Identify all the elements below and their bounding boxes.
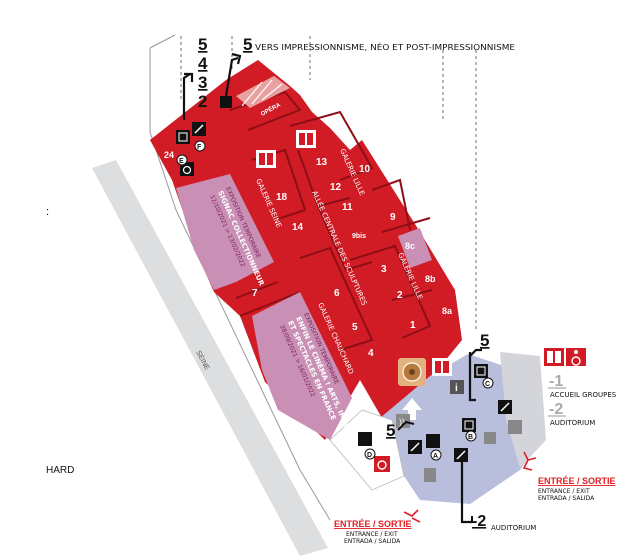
floor-stack-2: 2	[198, 92, 207, 111]
room-24: 24	[164, 150, 174, 160]
escalator-icon[interactable]	[192, 122, 206, 136]
escalator-icon[interactable]	[498, 400, 512, 414]
entrance-right-sub2: ENTRADA / SALIDA	[538, 495, 595, 502]
opera-hatch	[236, 76, 290, 108]
audioguide-icon[interactable]: ))	[396, 414, 410, 428]
lower-level-5: 5	[386, 421, 395, 440]
floor-stack-5: 5	[198, 35, 207, 54]
level-minus1: -1	[549, 373, 563, 390]
marker-e: E	[179, 158, 184, 165]
room-9: 9	[390, 212, 396, 223]
toilets-icon[interactable]	[256, 150, 276, 168]
lockers-icon[interactable]	[424, 468, 436, 482]
escalator-icon[interactable]	[408, 440, 422, 454]
room-12: 12	[330, 182, 342, 193]
room-10: 10	[359, 164, 371, 175]
entrance-left-sub2: ENTRADA / SALIDA	[344, 538, 401, 545]
entrance-right-sub1: ENTRANCE / EXIT	[538, 488, 590, 495]
direction-arrow	[402, 398, 422, 420]
stairs-icon[interactable]	[220, 96, 232, 108]
gallery-floor	[150, 60, 462, 440]
room-1: 1	[410, 320, 416, 331]
toilets-icon[interactable]	[544, 348, 564, 366]
toilets-icon[interactable]	[432, 358, 452, 376]
cafe-icon[interactable]	[508, 420, 522, 434]
info-icon[interactable]: i	[450, 380, 464, 394]
left-colon: :	[46, 206, 49, 218]
lockers-icon[interactable]	[484, 432, 496, 444]
room-2: 2	[397, 290, 403, 301]
room-walls	[229, 90, 433, 351]
exhibition-signac-panel	[176, 174, 274, 290]
room-4: 4	[368, 348, 374, 359]
bottom-level-minus2: -2	[472, 513, 486, 530]
room-18: 18	[276, 192, 288, 203]
entrance-left-sub1: ENTRANCE / EXIT	[346, 531, 398, 538]
elevator-icon[interactable]	[426, 434, 440, 448]
toilets-icon[interactable]	[296, 130, 316, 148]
marker-a: A	[433, 453, 438, 460]
room-9bis: 9bis	[352, 233, 366, 240]
marker-c: C	[485, 381, 490, 388]
auditorium-label-right: AUDITORIUM	[550, 419, 595, 427]
room-6: 6	[334, 288, 340, 299]
room-14: 14	[292, 222, 304, 233]
accessible-icon[interactable]	[374, 456, 390, 472]
marker-b: B	[468, 434, 473, 441]
accessible-icon[interactable]	[180, 162, 194, 176]
room-7: 7	[252, 288, 258, 299]
level-minus2: -2	[549, 401, 563, 418]
room-5: 5	[352, 322, 358, 333]
svg-text:i: i	[455, 383, 458, 394]
marker-f: F	[197, 144, 202, 151]
accessible-icon[interactable]	[566, 348, 586, 366]
elevator-icon[interactable]	[462, 418, 476, 432]
exhibition-cinema-panel	[252, 292, 352, 440]
entrance-right-main[interactable]: ENTRÉE / SORTIE	[538, 476, 616, 486]
seine-river-band	[92, 160, 328, 556]
floor-stack-3: 3	[198, 73, 207, 92]
room-8c-area	[398, 228, 432, 268]
room-3: 3	[381, 264, 387, 275]
escalator-path-lower	[397, 420, 415, 431]
building-outline-top	[149, 34, 176, 49]
marker-d: D	[367, 452, 372, 459]
svg-text:)): ))	[399, 417, 405, 427]
auditorium-label-bottom: AUDITORIUM	[491, 524, 536, 532]
level-5-caption: VERS IMPRESSIONNISME, NÉO ET POST-IMPRES…	[255, 41, 515, 52]
escalator-path-top	[224, 56, 239, 97]
accueil-groupes-label: ACCUEIL GROUPES	[550, 391, 617, 399]
elevator-icon[interactable]	[358, 432, 372, 446]
right-level-5: 5	[480, 331, 489, 350]
escalator-path-left	[182, 73, 191, 120]
lower-floor-area	[376, 354, 540, 504]
room-8c: 8c	[405, 241, 415, 251]
floor-stack-4: 4	[198, 54, 208, 73]
opera-hatch-lines	[241, 79, 283, 107]
room-8a: 8a	[442, 306, 453, 316]
elevator-icon[interactable]	[176, 130, 190, 144]
entrance-right-arrows	[522, 451, 537, 471]
entrance-left-arrows	[403, 509, 421, 523]
right-wing-grey	[500, 352, 546, 468]
level-5-label: 5	[243, 35, 252, 54]
escalator-icon[interactable]	[454, 448, 468, 462]
room-13: 13	[316, 157, 328, 168]
building-outline	[149, 48, 331, 521]
room-11: 11	[342, 202, 353, 213]
left-hard-label: HARD	[46, 465, 74, 476]
escalator-path-right	[468, 352, 476, 402]
room-8b: 8b	[425, 274, 436, 284]
elevator-icon[interactable]	[474, 364, 488, 378]
entrance-left-main[interactable]: ENTRÉE / SORTIE	[334, 519, 412, 529]
